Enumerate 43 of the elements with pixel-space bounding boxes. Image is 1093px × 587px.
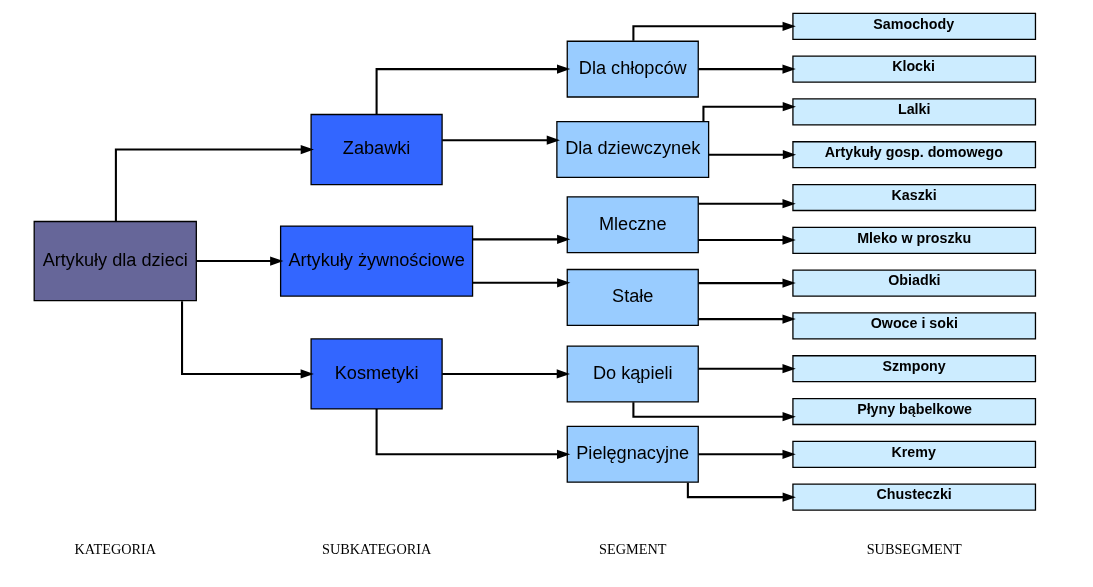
node-box: Mleczne	[566, 196, 699, 254]
node-box: Artykuły żywnościowe	[279, 225, 474, 297]
label: SUBSEGMENT	[866, 540, 962, 557]
node-box: Stałe	[566, 268, 699, 326]
arrow	[698, 278, 796, 288]
label: SUBKATEGORIA	[321, 540, 432, 557]
node-box: Szmpony	[792, 355, 1037, 383]
node-box: Lalki	[792, 98, 1037, 126]
node-box: Zabawki	[310, 113, 443, 186]
label: SEGMENT	[599, 540, 667, 557]
arrow	[442, 369, 570, 379]
arrow	[375, 408, 571, 459]
arrow	[698, 235, 796, 245]
arrow	[698, 199, 796, 209]
node-box: Klocki	[792, 55, 1037, 83]
node-box: Do kąpieli	[566, 345, 699, 403]
node-box: Kaszki	[792, 183, 1037, 212]
arrow	[181, 301, 314, 379]
arrow	[472, 234, 571, 244]
node-box: Artykuły gosp. domowego	[792, 141, 1037, 169]
node-box: Dla dziewczynek	[556, 121, 710, 179]
arrow	[698, 449, 796, 459]
node-box: Kosmetyki	[310, 338, 443, 410]
node-box: Chusteczki	[792, 483, 1037, 511]
arrow	[375, 64, 571, 115]
node-box: Pielęgnacyjne	[566, 425, 699, 483]
arrow	[708, 150, 797, 160]
node-box: Mleko w proszku	[792, 226, 1037, 254]
node-box: Kremy	[792, 440, 1037, 468]
arrow	[196, 256, 284, 266]
arrow	[698, 314, 796, 324]
arrow	[114, 144, 314, 222]
arrow	[472, 278, 571, 288]
arrow	[442, 135, 560, 145]
label: KATEGORIA	[74, 540, 157, 557]
node-box: Płyny bąbelkowe	[792, 397, 1037, 426]
node-box: Owoce i soki	[792, 312, 1037, 340]
node-box: Samochody	[792, 12, 1037, 40]
arrow	[698, 364, 796, 374]
node-box: Dla chłopców	[566, 40, 699, 98]
node-box: Obiadki	[792, 269, 1037, 297]
node-box: Artykuły dla dzieci	[33, 220, 197, 302]
arrow	[698, 64, 796, 74]
